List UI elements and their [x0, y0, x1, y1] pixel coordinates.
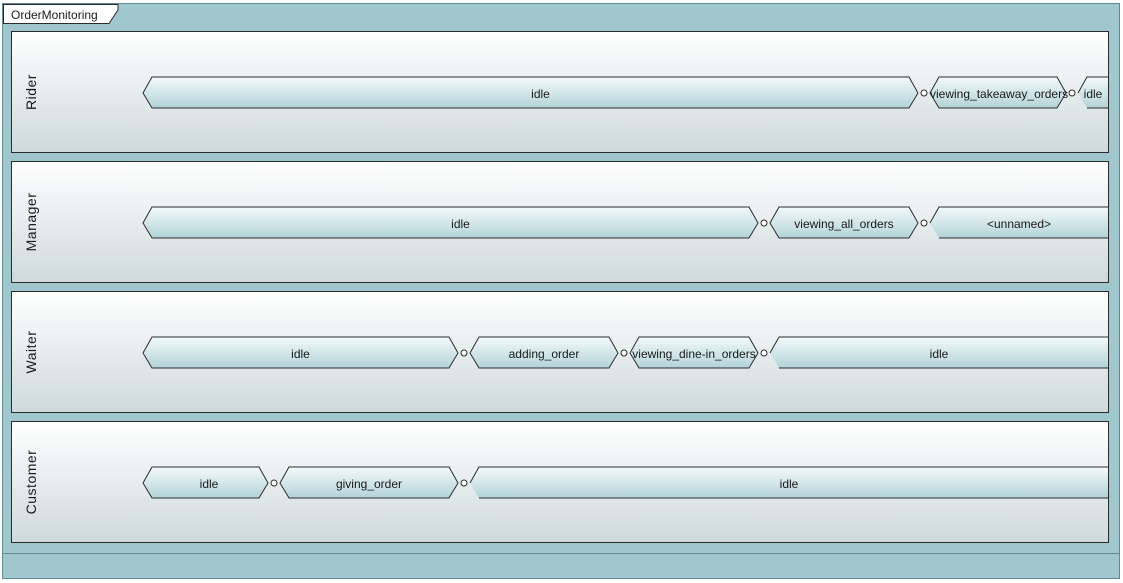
state-bar — [142, 206, 759, 239]
state-track — [142, 336, 1108, 369]
state-bar — [1077, 76, 1108, 109]
state-label: <unnamed> — [986, 217, 1052, 231]
state-label: idle — [199, 477, 219, 491]
state-track — [142, 466, 1108, 499]
lifeline-customer[interactable]: Customer idle giving_order idle — [11, 421, 1109, 543]
state-bar — [142, 336, 459, 369]
state-track — [142, 206, 1108, 239]
lifeline-rider[interactable]: Rider idle viewing_takeaway_orders idle — [11, 31, 1109, 153]
state-bar — [769, 206, 919, 239]
state-label: viewing_takeaway_orders — [930, 87, 1069, 101]
state-label: adding_order — [508, 347, 580, 361]
transition-marker — [920, 219, 928, 227]
state-bar — [769, 336, 1108, 369]
state-bar — [142, 76, 919, 109]
transition-marker — [270, 479, 278, 487]
transition-marker — [460, 479, 468, 487]
lifeline-manager[interactable]: Manager idle viewing_all_orders <unnamed… — [11, 161, 1109, 283]
state-bar-fill — [470, 467, 1108, 498]
state-bar — [142, 466, 269, 499]
state-bar — [929, 206, 1108, 239]
frame-title: OrderMonitoring — [11, 8, 98, 22]
transition-marker — [760, 219, 768, 227]
state-label: idle — [291, 347, 310, 361]
lifeline-waiter[interactable]: Waiter idle adding_order viewing_dine-in… — [11, 291, 1109, 413]
state-bar — [279, 466, 459, 499]
frame-title-tab[interactable]: OrderMonitoring — [3, 4, 119, 25]
state-bar — [469, 466, 1108, 499]
state-label: viewing_all_orders — [794, 217, 894, 231]
transition-marker — [1068, 89, 1076, 97]
state-label: giving_order — [335, 477, 403, 491]
state-bar-fill — [930, 207, 1108, 238]
state-label: idle — [779, 477, 799, 491]
transition-marker — [460, 349, 468, 357]
frame-tab-shape — [3, 4, 119, 24]
state-bar-fill — [770, 337, 1108, 368]
state-bar — [929, 76, 1067, 109]
state-bar-fill — [1078, 77, 1108, 108]
state-bar — [469, 336, 619, 369]
state-bar — [629, 336, 759, 369]
transition-marker — [920, 89, 928, 97]
state-label: viewing_dine-in_orders — [632, 347, 756, 361]
transition-marker — [760, 349, 768, 357]
frame-divider — [3, 553, 1119, 554]
state-label: idle — [1083, 87, 1103, 101]
state-label: idle — [531, 87, 550, 101]
state-label: idle — [451, 217, 470, 231]
transition-marker — [620, 349, 628, 357]
state-track — [142, 76, 1108, 109]
state-label: idle — [929, 347, 949, 361]
